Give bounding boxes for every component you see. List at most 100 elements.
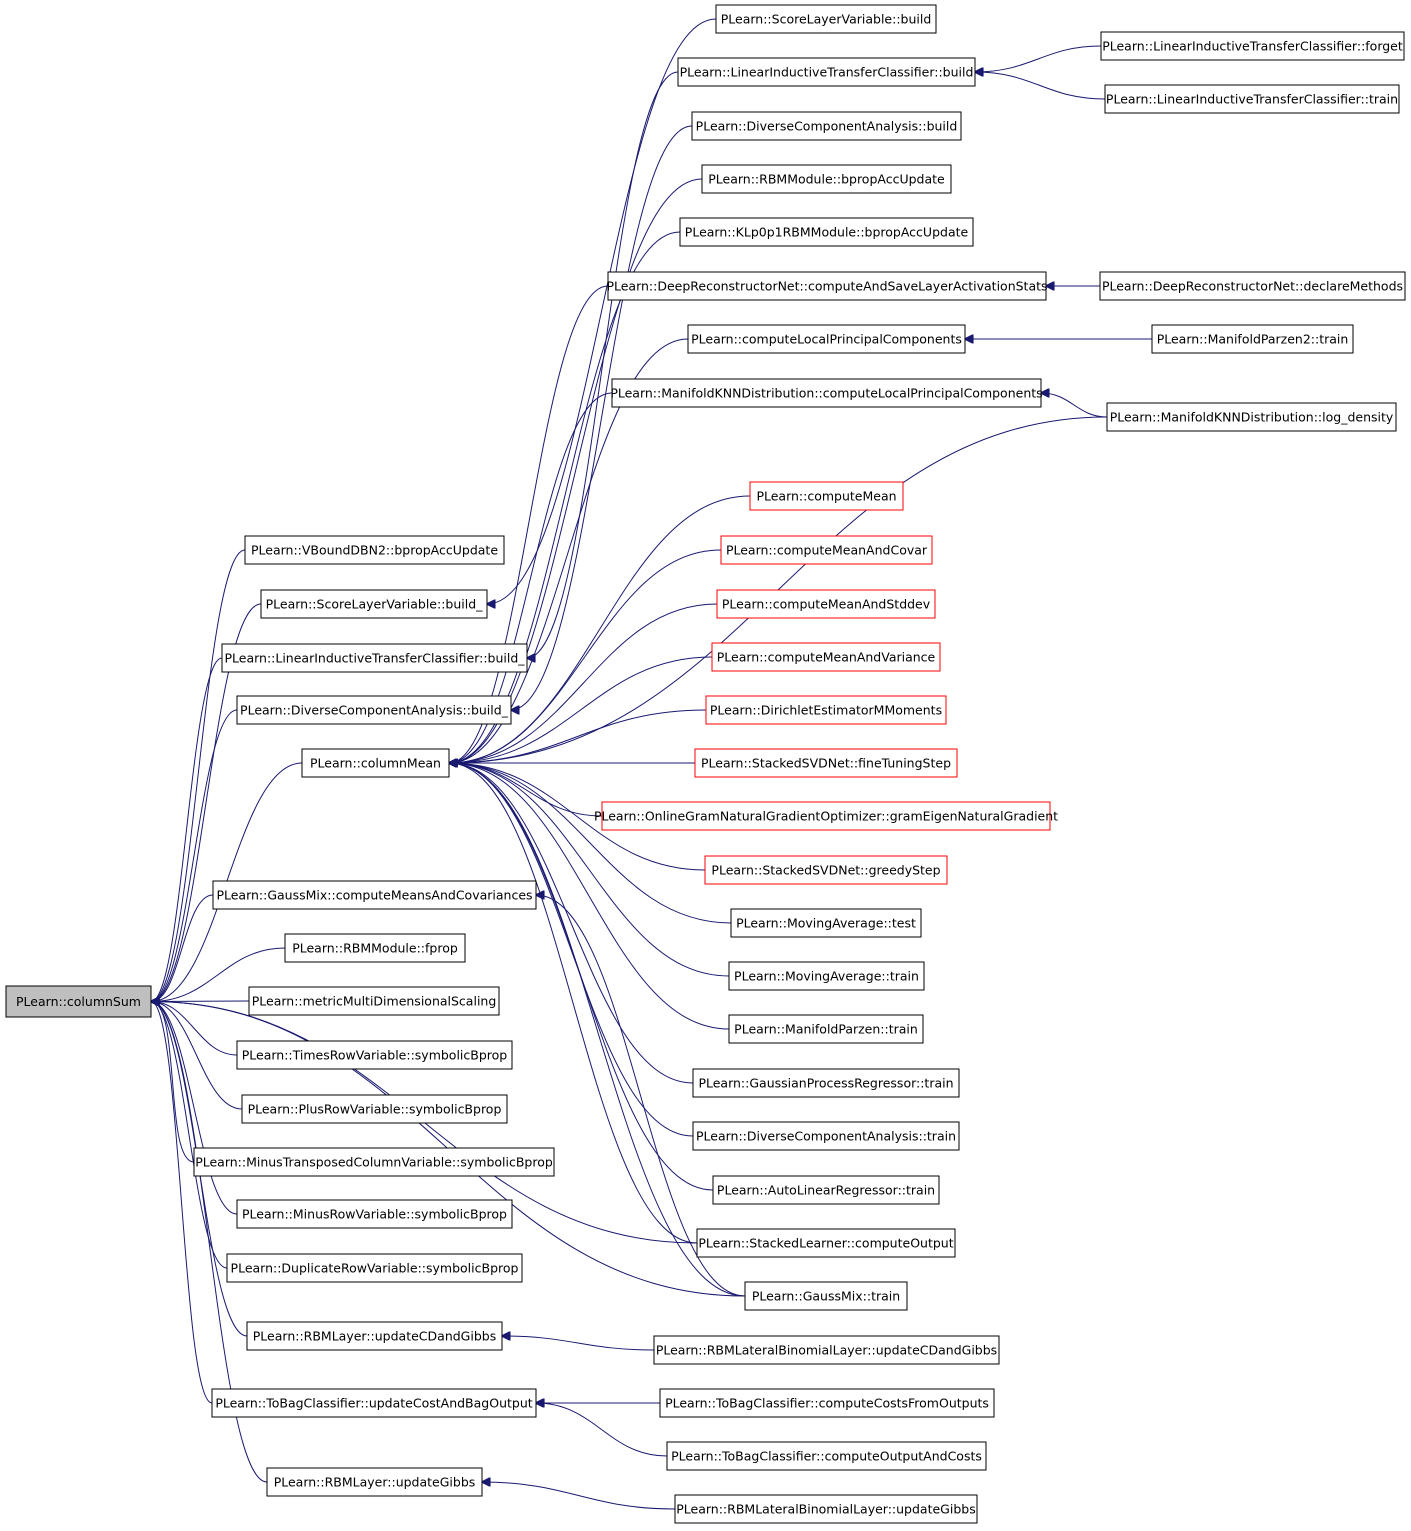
function-node[interactable]: PLearn::MinusRowVariable::symbolicBprop — [236, 1199, 513, 1229]
function-node[interactable]: PLearn::PlusRowVariable::symbolicBprop — [241, 1094, 508, 1124]
function-node[interactable]: PLearn::DiverseComponentAnalysis::train — [692, 1121, 960, 1151]
node-label: PLearn::ManifoldParzen2::train — [1157, 332, 1349, 347]
node-box — [244, 535, 505, 565]
function-node[interactable]: PLearn::computeMeanAndCovar — [720, 535, 933, 565]
function-node[interactable]: PLearn::computeMeanAndVariance — [711, 642, 941, 672]
node-label: PLearn::StackedLearner::computeOutput — [698, 1236, 953, 1251]
node-box — [677, 57, 976, 87]
node-box — [1106, 402, 1397, 432]
node-label: PLearn::GaussMix::computeMeansAndCovaria… — [216, 888, 532, 903]
node-label: PLearn::columnMean — [310, 756, 441, 771]
function-node[interactable]: PLearn::GaussianProcessRegressor::train — [692, 1068, 960, 1098]
edges-layer — [151, 18, 1152, 1510]
node-box — [601, 801, 1051, 831]
function-node[interactable]: PLearn::ManifoldKNNDistribution::compute… — [610, 378, 1043, 408]
function-node[interactable]: PLearn::metricMultiDimensionalScaling — [248, 986, 500, 1016]
node-label: PLearn::RBMLayer::updateCDandGibbs — [253, 1329, 496, 1344]
node-label: PLearn::DeepReconstructorNet::declareMet… — [1102, 279, 1403, 294]
function-node[interactable]: PLearn::DirichletEstimatorMMoments — [705, 695, 947, 725]
function-node[interactable]: PLearn::VBoundDBN2::bpropAccUpdate — [244, 535, 505, 565]
node-box — [711, 642, 941, 672]
function-node[interactable]: PLearn::KLp0p1RBMModule::bpropAccUpdate — [679, 217, 974, 247]
node-label: PLearn::StackedSVDNet::greedyStep — [711, 863, 940, 878]
node-label: PLearn::LinearInductiveTransferClassifie… — [224, 651, 525, 666]
node-label: PLearn::RBMLateralBinomialLayer::updateC… — [656, 1343, 997, 1358]
function-node[interactable]: PLearn::TimesRowVariable::symbolicBprop — [236, 1040, 513, 1070]
function-node[interactable]: PLearn::DiverseComponentAnalysis::build — [691, 111, 962, 141]
call-edge — [151, 1002, 238, 1056]
function-node[interactable]: PLearn::GaussMix::computeMeansAndCovaria… — [212, 880, 537, 910]
node-label: PLearn::MovingAverage::test — [736, 916, 916, 931]
function-node[interactable]: PLearn::computeMeanAndStddev — [716, 589, 936, 619]
function-node[interactable]: PLearn::ToBagClassifier::computeCostsFro… — [659, 1388, 995, 1418]
function-node[interactable]: PLearn::ToBagClassifier::computeOutputAn… — [666, 1441, 987, 1471]
function-node[interactable]: PLearn::DiverseComponentAnalysis::build_ — [236, 695, 512, 725]
function-node[interactable]: PLearn::ManifoldParzen2::train — [1151, 324, 1354, 354]
function-node[interactable]: PLearn::columnMean — [301, 748, 450, 778]
node-box — [5, 985, 152, 1018]
function-node[interactable]: PLearn::GaussMix::train — [744, 1281, 908, 1311]
call-edge — [449, 338, 689, 763]
node-box — [221, 643, 528, 673]
node-box — [1151, 324, 1354, 354]
node-box — [692, 1068, 960, 1098]
function-node[interactable]: PLearn::MinusTransposedColumnVariable::s… — [193, 1147, 555, 1177]
function-node[interactable]: PLearn::MovingAverage::train — [728, 961, 925, 991]
call-edge — [449, 763, 694, 1084]
node-label: PLearn::DuplicateRowVariable::symbolicBp… — [231, 1261, 519, 1276]
node-label: PLearn::ScoreLayerVariable::build_ — [266, 597, 484, 612]
call-edge — [502, 1336, 655, 1351]
node-label: PLearn::TimesRowVariable::symbolicBprop — [242, 1048, 508, 1063]
node-box — [674, 1494, 978, 1524]
node-label: PLearn::ToBagClassifier::computeCostsFro… — [665, 1396, 989, 1411]
function-node[interactable]: PLearn::StackedSVDNet::fineTuningStep — [694, 748, 958, 778]
function-node[interactable]: PLearn::StackedLearner::computeOutput — [696, 1228, 956, 1258]
node-label: PLearn::DeepReconstructorNet::computeAnd… — [606, 279, 1047, 294]
node-label: PLearn::computeMeanAndStddev — [722, 597, 931, 612]
node-box — [701, 164, 952, 194]
node-box — [666, 1441, 987, 1471]
node-label: PLearn::computeLocalPrincipalComponents — [691, 332, 962, 347]
node-box — [246, 1321, 503, 1351]
function-node[interactable]: PLearn::RBMModule::bpropAccUpdate — [701, 164, 952, 194]
node-box — [716, 589, 936, 619]
call-edge — [151, 1002, 243, 1110]
function-node[interactable]: PLearn::RBMLateralBinomialLayer::updateC… — [653, 1335, 1000, 1365]
function-node[interactable]: PLearn::RBMLateralBinomialLayer::updateG… — [674, 1494, 978, 1524]
function-node[interactable]: PLearn::DuplicateRowVariable::symbolicBp… — [226, 1253, 523, 1283]
call-edge — [449, 178, 703, 763]
node-label: PLearn::ManifoldParzen::train — [734, 1022, 918, 1037]
function-node[interactable]: PLearn::LinearInductiveTransferClassifie… — [1104, 84, 1400, 114]
function-node[interactable]: PLearn::ToBagClassifier::updateCostAndBa… — [211, 1388, 537, 1418]
node-label: PLearn::DiverseComponentAnalysis::build — [696, 119, 958, 134]
function-node[interactable]: PLearn::OnlineGramNaturalGradientOptimiz… — [594, 801, 1058, 831]
function-node[interactable]: PLearn::ManifoldParzen::train — [728, 1014, 924, 1044]
call-edge — [449, 656, 713, 763]
function-node[interactable]: PLearn::DeepReconstructorNet::computeAnd… — [606, 271, 1048, 301]
function-node[interactable]: PLearn::AutoLinearRegressor::train — [712, 1175, 940, 1205]
node-label: PLearn::MinusTransposedColumnVariable::s… — [195, 1155, 553, 1170]
function-node[interactable]: PLearn::DeepReconstructorNet::declareMet… — [1099, 271, 1406, 301]
function-node[interactable]: PLearn::LinearInductiveTransferClassifie… — [221, 643, 528, 673]
function-node[interactable]: PLearn::ScoreLayerVariable::build — [715, 4, 937, 34]
function-node[interactable]: PLearn::RBMLayer::updateGibbs — [266, 1467, 483, 1497]
function-node[interactable]: PLearn::RBMModule::fprop — [284, 933, 466, 963]
node-label: PLearn::computeMean — [756, 489, 896, 504]
node-box — [1104, 84, 1400, 114]
call-edge — [1041, 393, 1108, 418]
function-node[interactable]: PLearn::RBMLayer::updateCDandGibbs — [246, 1321, 503, 1351]
function-node[interactable]: PLearn::computeMean — [749, 481, 904, 511]
node-box — [607, 271, 1047, 301]
function-node[interactable]: PLearn::StackedSVDNet::greedyStep — [704, 855, 948, 885]
node-box — [691, 111, 962, 141]
root-function-node[interactable]: PLearn::columnSum — [5, 985, 152, 1018]
function-node[interactable]: PLearn::MovingAverage::test — [730, 908, 922, 938]
function-node[interactable]: PLearn::ManifoldKNNDistribution::log_den… — [1106, 402, 1397, 432]
function-node[interactable]: PLearn::LinearInductiveTransferClassifie… — [1100, 31, 1405, 61]
node-box — [1100, 31, 1405, 61]
function-node[interactable]: PLearn::computeLocalPrincipalComponents — [687, 324, 966, 354]
call-edge — [449, 763, 730, 1030]
function-node[interactable]: PLearn::ScoreLayerVariable::build_ — [260, 589, 488, 619]
function-node[interactable]: PLearn::LinearInductiveTransferClassifie… — [677, 57, 976, 87]
